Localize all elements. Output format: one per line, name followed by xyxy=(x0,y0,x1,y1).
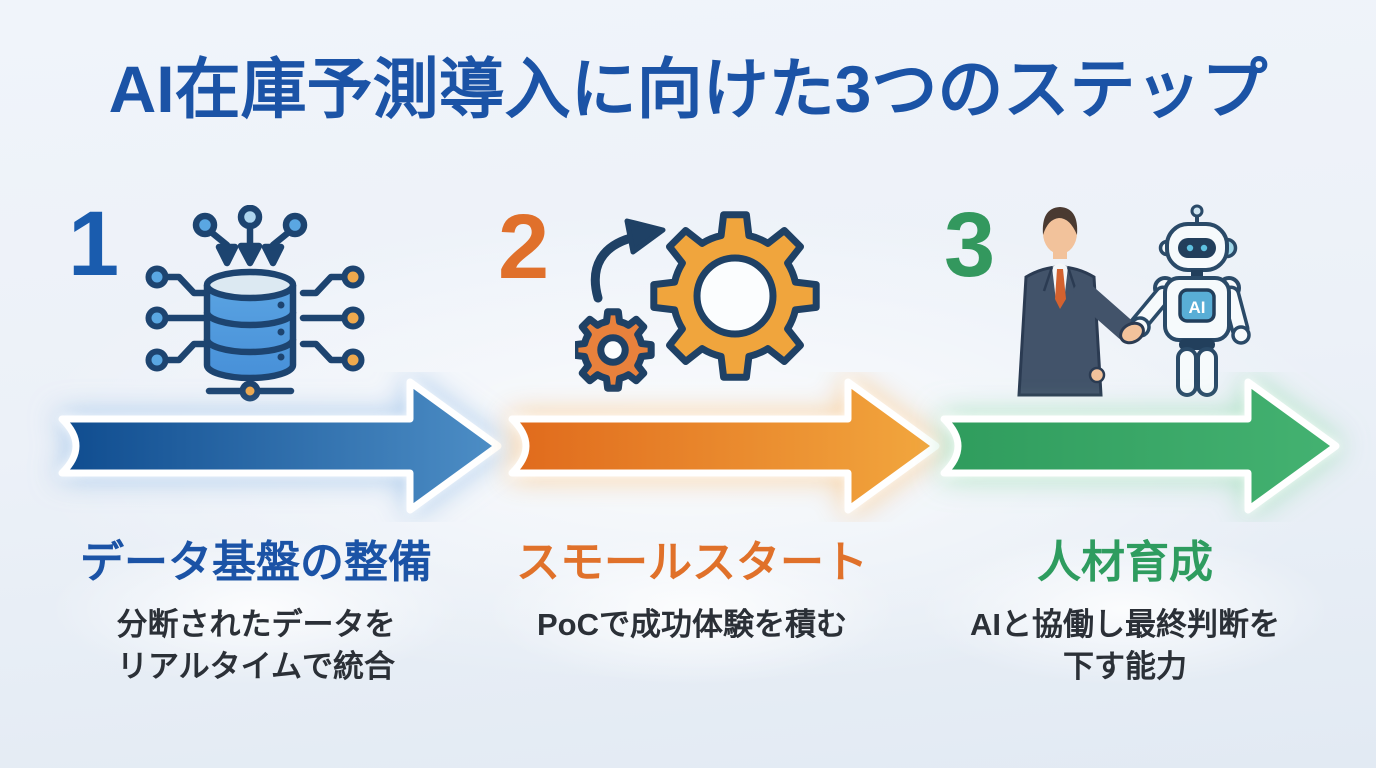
database-integration-icon xyxy=(145,205,365,402)
step3-heading: 人材育成 xyxy=(1037,538,1213,587)
handshake xyxy=(1119,316,1151,345)
step2-heading: スモールスタート xyxy=(516,538,868,587)
step3-description-line2: 下す能力 xyxy=(1063,648,1187,684)
step1-arrow xyxy=(58,378,502,514)
businessman-figure xyxy=(1017,207,1137,397)
small-gear xyxy=(575,308,655,392)
man-head xyxy=(1043,212,1077,254)
step3-description-line1: AIと協働し最終判断を xyxy=(970,607,1280,642)
man-hair xyxy=(1042,207,1078,235)
step2-arrow xyxy=(508,378,940,514)
robot-ai-badge xyxy=(1178,288,1216,323)
circuit-nodes xyxy=(145,265,365,402)
process-arrows xyxy=(58,378,1340,514)
gears-icon xyxy=(575,211,820,392)
robot-visor xyxy=(1178,238,1216,258)
robot-figure: AI xyxy=(1128,204,1251,397)
robot-antenna xyxy=(1190,204,1204,218)
tie xyxy=(1055,269,1066,309)
database-cylinder xyxy=(203,268,297,382)
robot-ai-badge-label: AI xyxy=(1189,298,1206,317)
step2-number: 2 xyxy=(498,196,550,298)
step2-description: PoCで成功体験を積む xyxy=(452,604,932,646)
step3-number: 3 xyxy=(944,194,996,296)
inflow-arrows xyxy=(192,205,308,267)
step2-description-line1: PoCで成功体験を積む xyxy=(537,607,847,642)
step1-heading: データ基盤の整備 xyxy=(80,538,432,587)
step1-description-line1: 分断されたデータを xyxy=(116,607,396,642)
step1-description: 分断されたデータを リアルタイムで統合 xyxy=(16,604,496,687)
growth-arrow xyxy=(590,218,666,303)
large-gear xyxy=(650,211,820,381)
step1-number: 1 xyxy=(68,193,120,295)
page-title: AI在庫予測導入に向けた3つのステップ xyxy=(108,52,1268,126)
step1-description-line2: リアルタイムで統合 xyxy=(116,648,396,684)
step3-description: AIと協働し最終判断を 下す能力 xyxy=(885,604,1365,687)
human-robot-handshake-icon: AI xyxy=(1017,204,1251,397)
step3-arrow xyxy=(940,378,1340,514)
